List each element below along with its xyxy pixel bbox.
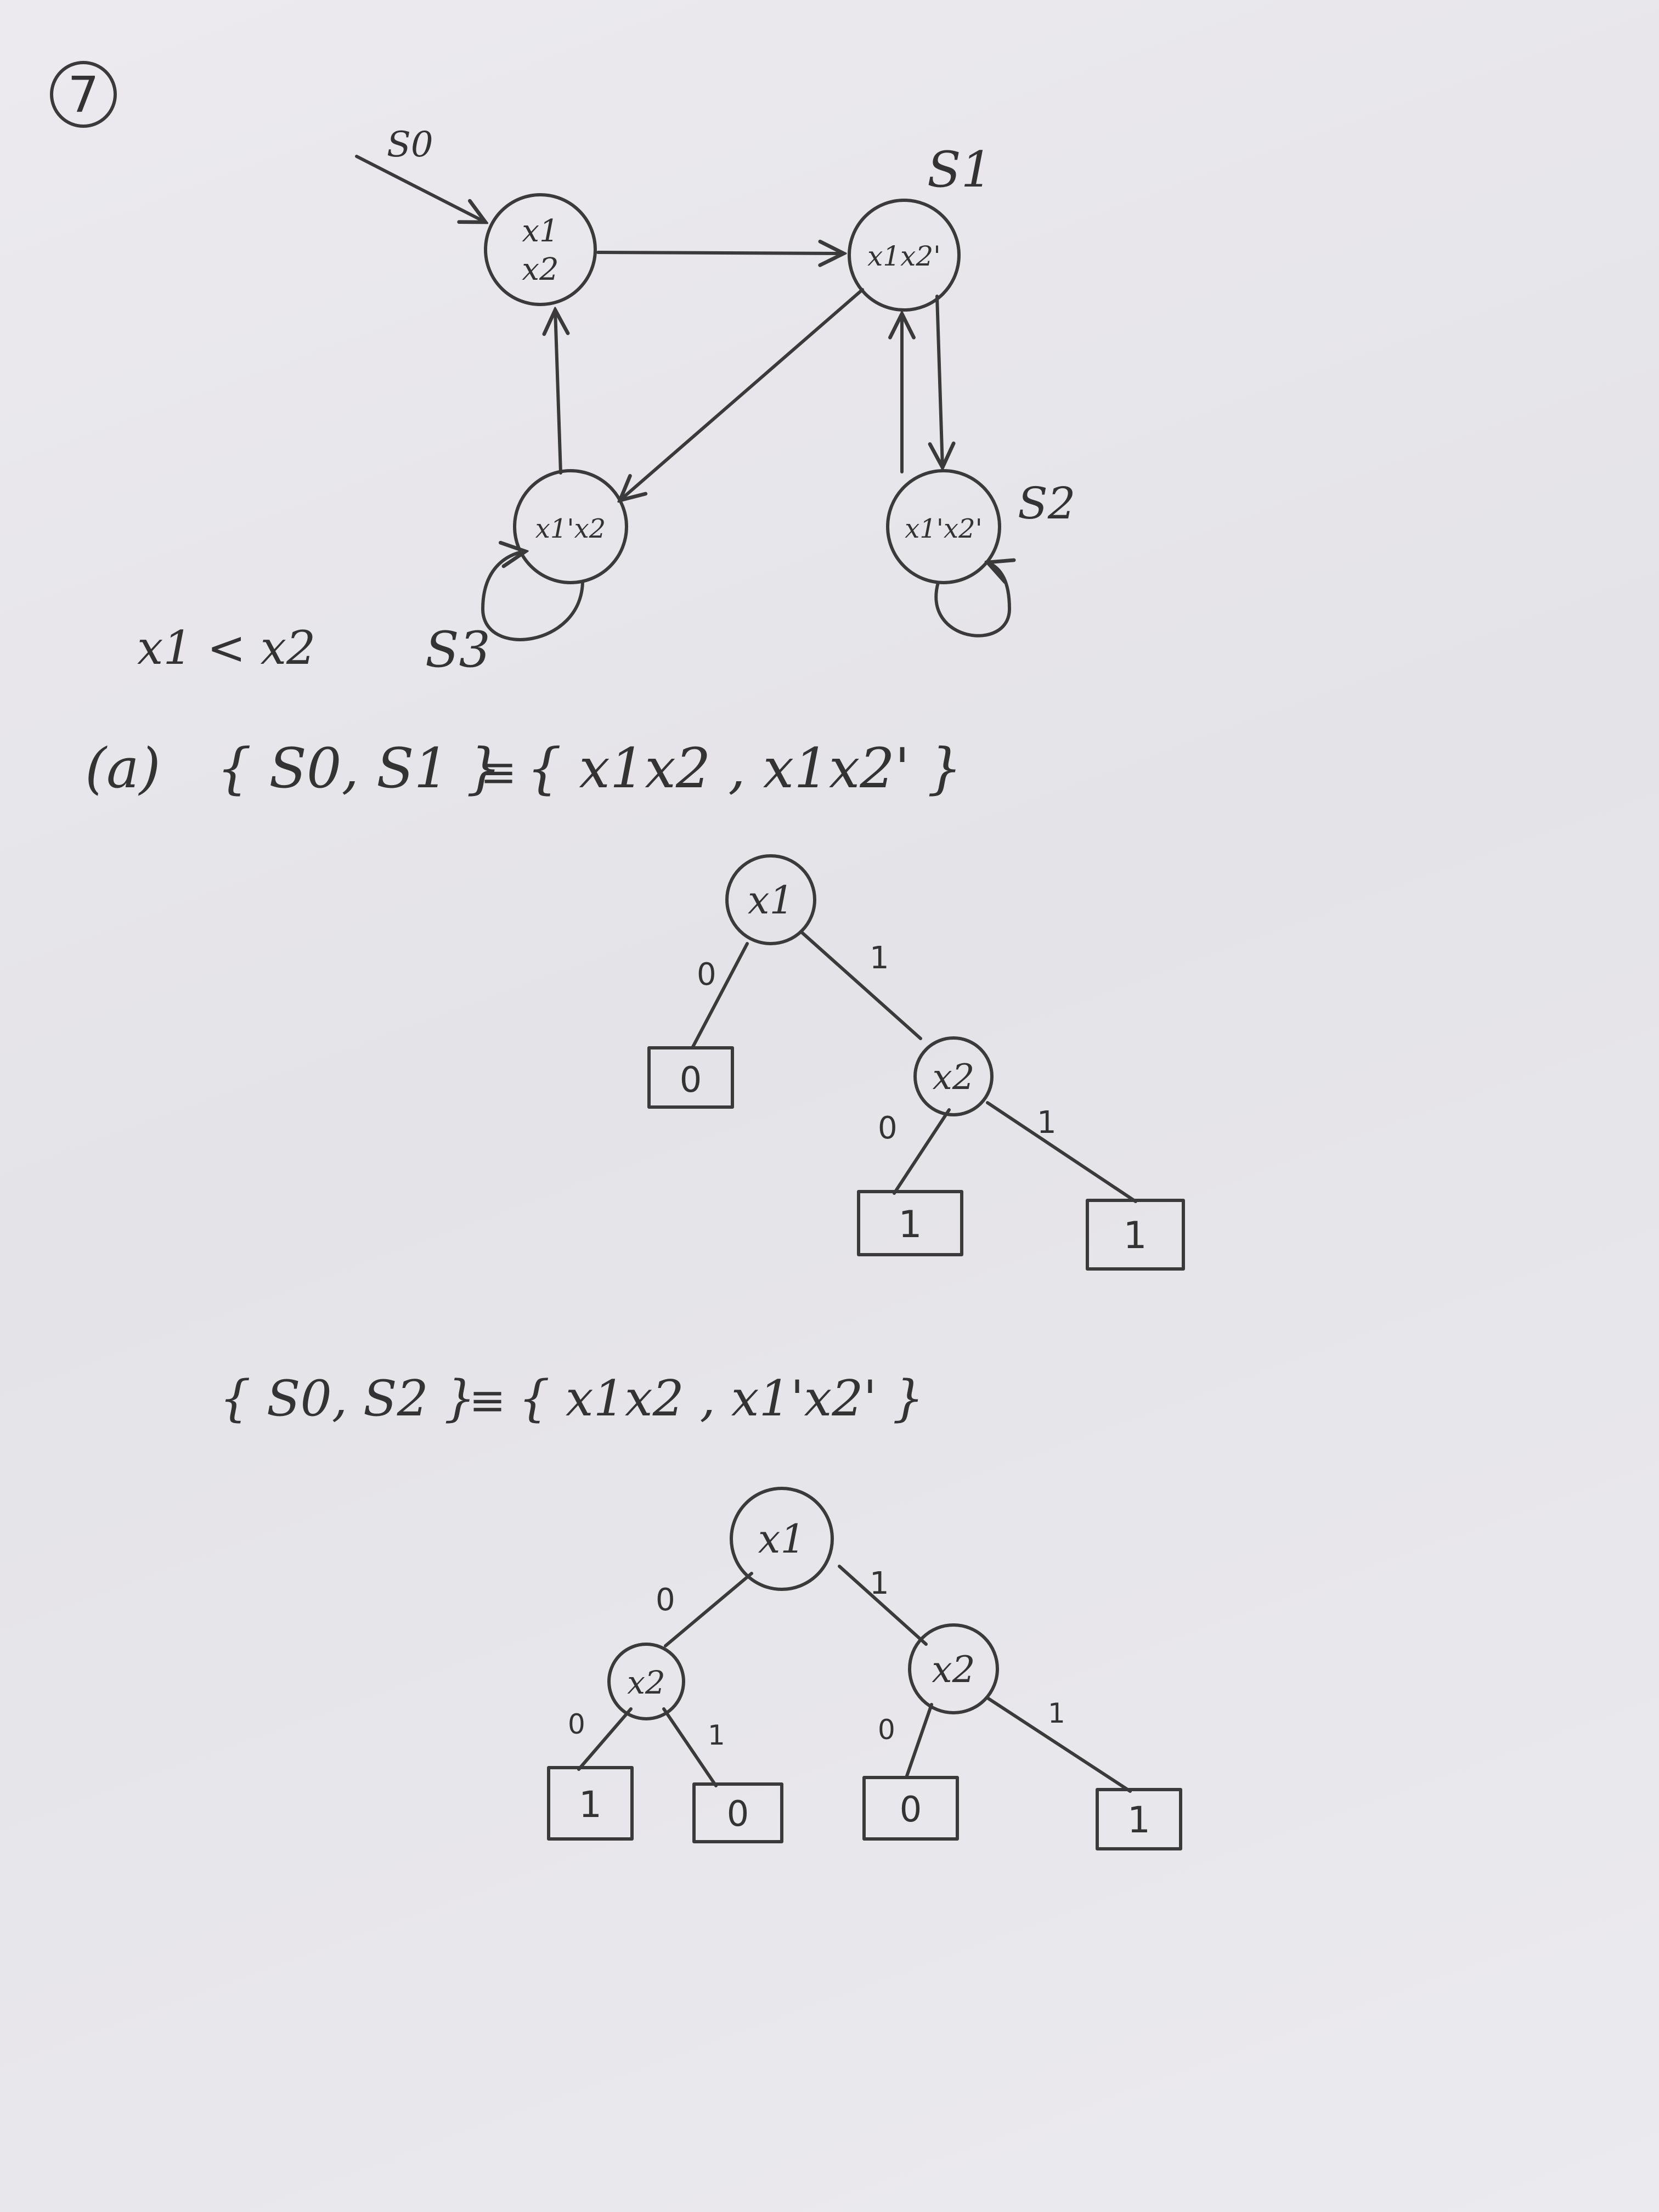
tree1-edge-label-r-b: 1 xyxy=(870,940,889,976)
decision-tree-1: 0 1 0 1 x1 0 x2 1 1 xyxy=(647,854,1185,1271)
tree1-node-x1-label: x1 xyxy=(748,878,794,923)
tree2-edge-r-l xyxy=(664,1572,753,1647)
variable-ordering: x1 < x2 xyxy=(137,621,315,675)
tree2-edge-label-l-ll: 0 xyxy=(568,1708,585,1740)
tree1-edge-r-b xyxy=(800,931,922,1040)
tree2-node-x2-right-label: x2 xyxy=(932,1649,975,1691)
tree2-leaf-rrr xyxy=(1096,1788,1182,1850)
tree1-edge-label-b-c: 0 xyxy=(878,1110,898,1146)
tree1-edge-label-b-d: 1 xyxy=(1037,1105,1057,1141)
tree1-leaf-c xyxy=(857,1190,963,1256)
tree2-node-x1-label: x1 xyxy=(758,1516,805,1562)
tree2-edge-l-lr xyxy=(662,1707,718,1787)
tree2-leaf-lr-label: 0 xyxy=(727,1794,749,1835)
state-s1-label: x1x2' xyxy=(867,240,941,272)
tree2-leaf-ll xyxy=(547,1766,634,1841)
tree1-leaf-a xyxy=(647,1046,734,1109)
transition-s1-s2 xyxy=(937,295,943,467)
set1-lhs: { S0, S1 } xyxy=(217,736,501,800)
set2-equiv: ≡ xyxy=(469,1375,506,1426)
tree1-edge-b-c xyxy=(893,1108,951,1195)
tree1-leaf-a-label: 0 xyxy=(680,1060,702,1101)
state-s2-name: S2 xyxy=(1018,478,1076,529)
tree2-edge-label-rr-rl: 0 xyxy=(878,1714,895,1746)
state-s3 xyxy=(513,469,628,584)
tree2-leaf-rl xyxy=(862,1776,959,1841)
tree2-edge-label-rr-rrr: 1 xyxy=(1048,1697,1065,1729)
set2-rhs: { x1x2 , x1'x2' } xyxy=(518,1370,924,1427)
state-s0 xyxy=(484,193,597,306)
self-loop-s3 xyxy=(481,551,584,641)
state-s0-label-top: x1 xyxy=(522,213,558,249)
tree1-node-x2 xyxy=(913,1036,994,1116)
self-loop-s2 xyxy=(934,562,1009,637)
set2-lhs: { S0, S2 } xyxy=(219,1370,476,1427)
tree1-leaf-c-label: 1 xyxy=(898,1203,922,1246)
set-equation-1: (a) { S0, S1 } ≡ { x1x2 , x1x2' } xyxy=(85,736,962,800)
tree1-edge-b-d xyxy=(986,1101,1137,1203)
tree2-leaf-ll-label: 1 xyxy=(579,1784,602,1826)
initial-arrow xyxy=(355,155,486,222)
problem-number-circle xyxy=(50,61,117,128)
tree1-edge-r-a xyxy=(691,942,749,1049)
tree2-leaf-rrr-label: 1 xyxy=(1127,1799,1150,1841)
problem-number: 7 xyxy=(50,61,117,128)
tree2-node-x2-left xyxy=(607,1643,685,1720)
tree1-edge-label-r-a: 0 xyxy=(697,957,716,992)
tree2-edge-l-ll xyxy=(577,1707,633,1771)
initial-label: S0 xyxy=(387,125,433,165)
state-s1 xyxy=(848,199,961,312)
state-s1-name: S1 xyxy=(927,141,992,199)
state-s3-label: x1'x2 xyxy=(535,514,606,544)
state-s3-name: S3 xyxy=(425,621,490,679)
tree2-edge-label-l-lr: 1 xyxy=(708,1719,725,1751)
tree2-leaf-lr xyxy=(692,1782,783,1843)
tree1-leaf-d xyxy=(1086,1199,1185,1271)
set-equation-2: { S0, S2 } ≡ { x1x2 , x1'x2' } xyxy=(219,1370,924,1427)
tree2-leaf-rl-label: 0 xyxy=(900,1790,922,1830)
tree1-node-x1 xyxy=(725,854,816,945)
tree1-leaf-d-label: 1 xyxy=(1123,1214,1147,1257)
set1-equiv: ≡ xyxy=(480,747,517,798)
transition-s1-s3 xyxy=(620,288,864,500)
transition-s0-s1 xyxy=(596,252,844,253)
state-s0-label-bottom: x2 xyxy=(522,252,558,287)
part-label: (a) xyxy=(85,736,161,800)
transition-s3-s0 xyxy=(555,310,561,475)
tree2-edge-label-r-rr: 1 xyxy=(870,1566,889,1601)
tree2-edge-r-rr xyxy=(838,1565,928,1646)
decision-tree-2: 0 1 0 1 0 1 x1 x2 x2 1 0 0 1 xyxy=(547,1487,1182,1850)
tree1-node-x2-label: x2 xyxy=(933,1057,975,1098)
set1-rhs: { x1x2 , x1x2' } xyxy=(527,736,962,800)
tree2-edge-rr-rl xyxy=(905,1703,933,1779)
tree2-node-x1 xyxy=(730,1487,834,1591)
state-diagram: S0 x1 x2 x1x2' x1'x2' x1'x2 S1 S2 S3 xyxy=(355,125,1076,679)
state-s2-label: x1'x2' xyxy=(905,514,983,544)
tree2-edge-rr-rrr xyxy=(986,1696,1132,1793)
tree2-node-x2-right xyxy=(908,1623,999,1714)
tree2-edge-label-r-l: 0 xyxy=(656,1582,675,1618)
tree2-node-x2-left-label: x2 xyxy=(627,1664,665,1701)
problem-number-text: 7 xyxy=(67,66,99,124)
